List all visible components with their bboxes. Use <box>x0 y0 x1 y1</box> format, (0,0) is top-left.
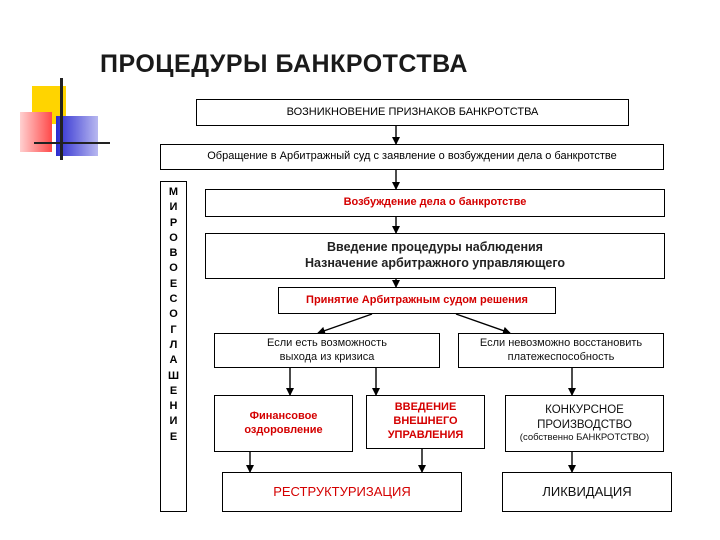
box-restructuring-text: РЕСТРУКТУРИЗАЦИЯ <box>273 483 411 499</box>
amicable-agreement-vertical: М И Р О В О Е С О Г Л А Ш Е Н И Е <box>160 181 187 512</box>
box-crisis-exit-possible-line1: Если есть возможность <box>267 336 387 349</box>
deco-blue-square <box>56 116 98 156</box>
side-letter: О <box>169 262 178 275</box>
side-letter: М <box>168 186 179 198</box>
side-letter: Л <box>169 338 178 351</box>
box-observation-line2: Назначение арбитражного управляющего <box>305 256 565 270</box>
box-external-management: ВВЕДЕНИЕ ВНЕШНЕГО УПРАВЛЕНИЯ <box>366 395 485 449</box>
box-crisis-exit-possible-line2: выхода из кризиса <box>279 350 375 363</box>
box-observation-line1: Введение процедуры наблюдения <box>327 240 543 255</box>
box-competitive-proceedings-line1: КОНКУРСНОЕ <box>545 404 624 417</box>
box-external-management-line1: ВВЕДЕНИЕ <box>394 401 457 414</box>
box-external-management-line3: УПРАВЛЕНИЯ <box>387 428 464 441</box>
side-letter: И <box>169 201 178 214</box>
box-court-appeal-text: Обращение в Арбитражный суд с заявление … <box>207 150 617 163</box>
side-letter: И <box>169 415 178 428</box>
side-letter: Ш <box>167 369 180 382</box>
box-solvency-impossible: Если невозможно восстановить платежеспос… <box>458 333 664 368</box>
side-letter: Е <box>169 384 178 397</box>
side-letter: О <box>169 308 178 321</box>
box-competitive-proceedings-note: (собственно БАНКРОТСТВО) <box>519 431 650 443</box>
box-solvency-impossible-line2: платежеспособность <box>507 350 615 363</box>
box-bankruptcy-signs: ВОЗНИКНОВЕНИЕ ПРИЗНАКОВ БАНКРОТСТВА <box>196 99 629 126</box>
box-bankruptcy-signs-text: ВОЗНИКНОВЕНИЕ ПРИЗНАКОВ БАНКРОТСТВА <box>286 105 539 118</box>
box-court-decision-text: Принятие Арбитражным судом решения <box>306 293 528 306</box>
side-letter: Р <box>169 216 178 229</box>
deco-horizontal-line <box>34 142 110 144</box>
box-crisis-exit-possible: Если есть возможность выхода из кризиса <box>214 333 440 368</box>
side-letter: Е <box>169 277 178 290</box>
box-external-management-line2: ВНЕШНЕГО <box>393 415 458 428</box>
side-letter: С <box>169 293 178 306</box>
side-letter: А <box>169 354 178 367</box>
page-title: ПРОЦЕДУРЫ БАНКРОТСТВА <box>100 50 468 78</box>
box-competitive-proceedings: КОНКУРСНОЕ ПРОИЗВОДСТВО (собственно БАНК… <box>505 395 664 452</box>
box-financial-recovery: Финансовое оздоровление <box>214 395 353 452</box>
side-letter: В <box>169 247 178 260</box>
box-observation: Введение процедуры наблюдения Назначение… <box>205 233 665 279</box>
box-restructuring: РЕСТРУКТУРИЗАЦИЯ <box>222 472 462 512</box>
arrow-decision-to-impossible <box>455 313 511 335</box>
deco-vertical-line <box>60 78 63 160</box>
box-liquidation-text: ЛИКВИДАЦИЯ <box>542 483 632 499</box>
arrow-decision-to-possible <box>317 313 373 335</box>
box-court-decision: Принятие Арбитражным судом решения <box>278 287 556 314</box>
side-letter: Е <box>169 430 178 443</box>
box-court-appeal: Обращение в Арбитражный суд с заявление … <box>160 144 664 170</box>
side-letter: Г <box>170 323 177 336</box>
box-case-initiation: Возбуждение дела о банкротстве <box>205 189 665 217</box>
box-financial-recovery-line2: оздоровление <box>244 423 323 436</box>
decorative-logo <box>20 78 110 168</box>
deco-red-square <box>20 112 52 152</box>
side-letter: О <box>169 231 178 244</box>
box-financial-recovery-line1: Финансовое <box>249 409 318 422</box>
box-competitive-proceedings-line2: ПРОИЗВОДСТВО <box>537 418 632 431</box>
side-letter: Н <box>169 400 178 413</box>
box-case-initiation-text: Возбуждение дела о банкротстве <box>343 196 527 209</box>
box-liquidation: ЛИКВИДАЦИЯ <box>502 472 672 512</box>
box-solvency-impossible-line1: Если невозможно восстановить <box>479 336 643 349</box>
